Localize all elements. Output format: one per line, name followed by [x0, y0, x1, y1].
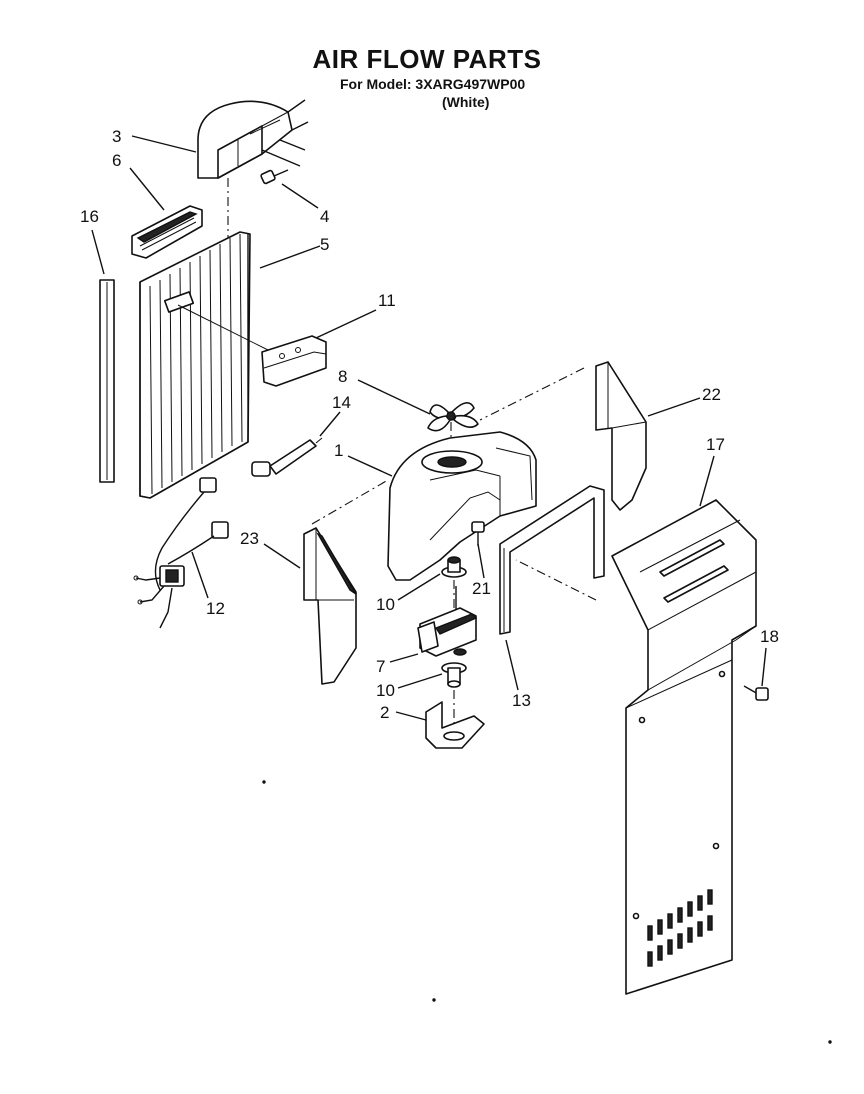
- callout-16: 16: [80, 207, 99, 226]
- part-8-fan-blade: [427, 402, 479, 432]
- callout-2: 2: [380, 703, 389, 722]
- callout-14: 14: [332, 393, 351, 412]
- leader-dash-22-to-1: [479, 367, 585, 421]
- callout-8: 8: [338, 367, 347, 386]
- part-12-wire-harness: [133, 477, 229, 629]
- callout-21: 21: [472, 579, 491, 598]
- print-specks: [262, 780, 832, 1044]
- part-21-screw: [471, 521, 485, 546]
- part-22-duct-deflector: [595, 361, 647, 511]
- callout-13: 13: [512, 691, 531, 710]
- callout-17: 17: [706, 435, 725, 454]
- part-18-screw: [743, 685, 769, 701]
- callout-12: 12: [206, 599, 225, 618]
- callout-4: 4: [320, 207, 329, 226]
- part-1-fan-shroud: [387, 431, 537, 581]
- color-note: (White): [442, 94, 490, 110]
- part-4-screw: [260, 169, 289, 185]
- callout-10-upper: 10: [376, 595, 395, 614]
- leader-dash-23-to-1: [311, 479, 389, 525]
- part-16-seal-strip: [99, 279, 115, 483]
- callout-10-lower: 10: [376, 681, 395, 700]
- part-2-motor-bracket: [425, 701, 485, 749]
- callout-23: 23: [240, 529, 259, 548]
- part-3-air-duct: [197, 99, 309, 179]
- part-10-grommet-lower: [441, 662, 467, 688]
- part-7-fan-motor: [417, 586, 478, 657]
- part-5-evaporator-cover: [139, 231, 269, 499]
- callout-11: 11: [378, 291, 396, 310]
- part-13-u-seal: [499, 485, 605, 635]
- callout-5: 5: [320, 235, 329, 254]
- model-line: For Model: 3XARG497WP00: [340, 76, 526, 92]
- part-17-rear-air-duct: [611, 499, 757, 995]
- callout-7: 7: [376, 657, 385, 676]
- callout-6: 6: [112, 151, 121, 170]
- page-title: AIR FLOW PARTS: [312, 44, 542, 74]
- part-11-bracket: [261, 335, 327, 387]
- callout-22: 22: [702, 385, 721, 404]
- callout-leaders: [91, 135, 767, 721]
- part-6-grille: [131, 205, 203, 259]
- part-10-grommet-upper: [441, 556, 467, 578]
- callout-numbers: 3 6 4 5 16 11 8 14 1 22 17 23 12 10 21 7…: [80, 127, 779, 722]
- callout-3: 3: [112, 127, 121, 146]
- callout-18: 18: [760, 627, 779, 646]
- part-23-side-deflector: [303, 527, 357, 685]
- part-14-sensor: [251, 437, 323, 477]
- leader-dash-17-to-13: [515, 559, 597, 601]
- callout-1: 1: [334, 441, 343, 460]
